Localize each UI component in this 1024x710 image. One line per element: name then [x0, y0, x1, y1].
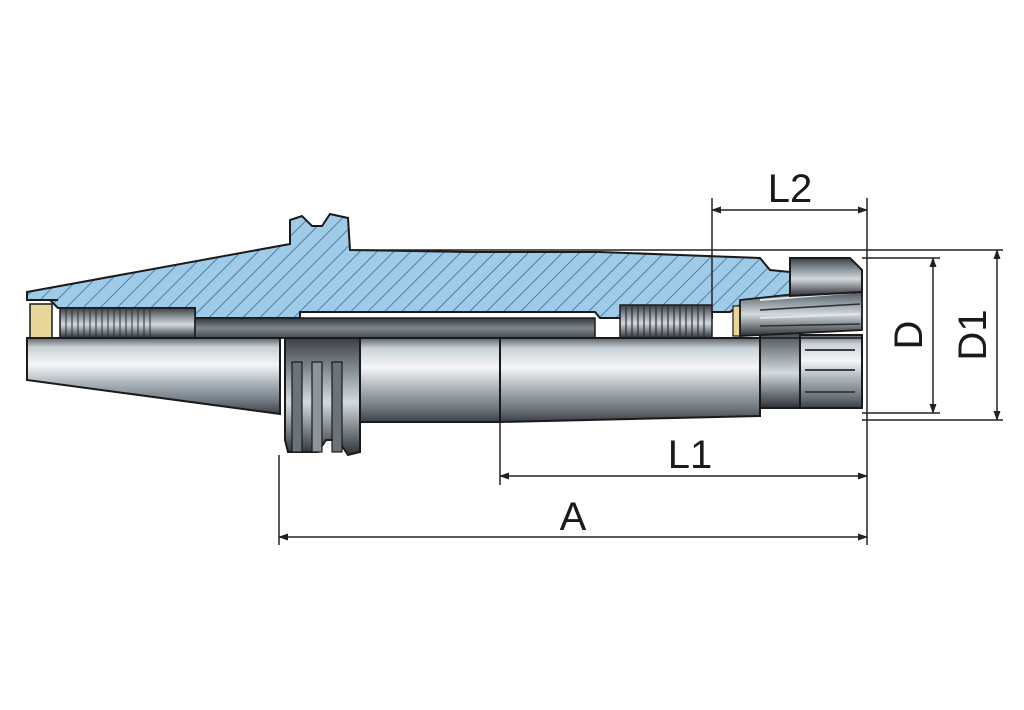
- taper-shank: [26, 337, 281, 416]
- sectioned-body: [26, 212, 791, 319]
- dim-d-label: D: [887, 321, 931, 350]
- body-cylinder: [499, 337, 761, 424]
- dim-l2-label: L2: [768, 167, 813, 211]
- internal-bore: [194, 317, 596, 339]
- dim-l1-label: L1: [668, 433, 713, 477]
- flange: [284, 337, 361, 457]
- rear-thread-insert: [29, 303, 53, 339]
- collet: [739, 257, 863, 337]
- front-thread: [619, 304, 713, 339]
- collet-nut: [759, 329, 863, 409]
- dim-d1-label: D1: [951, 309, 995, 360]
- rear-thread: [59, 307, 196, 339]
- dimension-lines: [278, 198, 1003, 545]
- dim-a-label: A: [560, 495, 587, 539]
- body-neck: [359, 337, 501, 423]
